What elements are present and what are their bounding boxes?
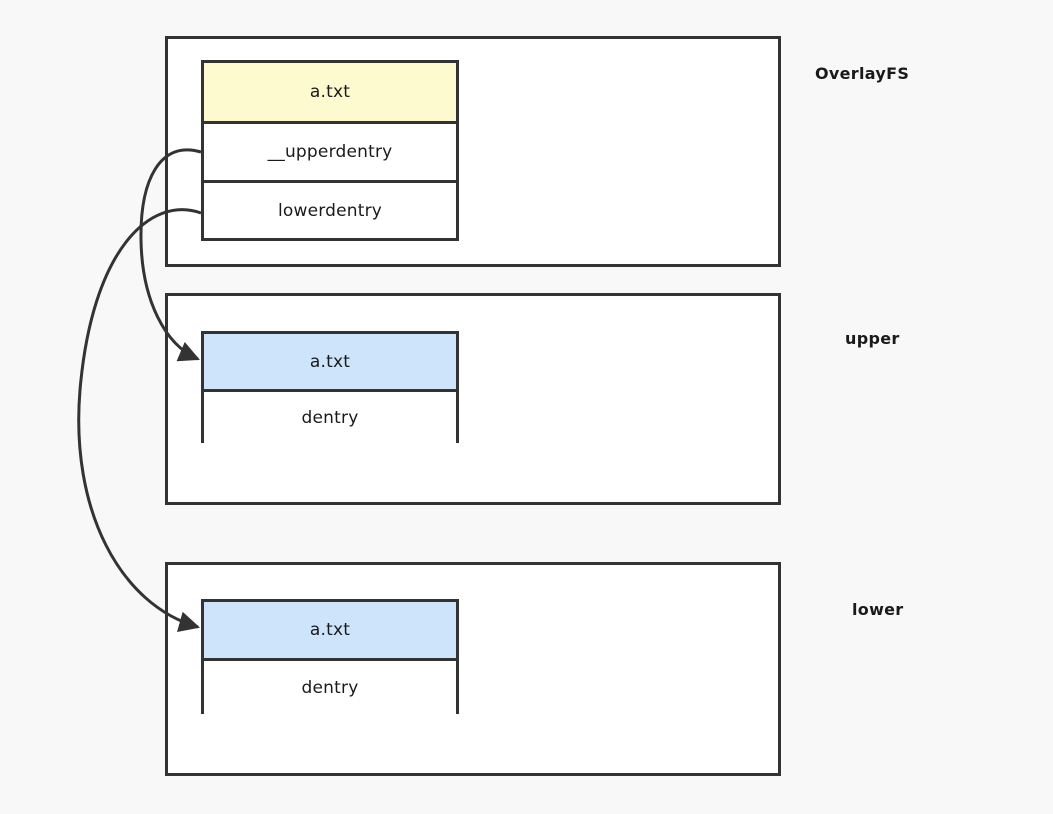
node-row-upper-dentry: dentry	[204, 389, 456, 443]
layer-label-upper: upper	[845, 329, 900, 348]
node-upper-dentry[interactable]: a.txt dentry	[201, 331, 459, 443]
node-row-overlayfs-upperdentry: __upperdentry	[204, 121, 456, 180]
node-row-lower-name: a.txt	[204, 602, 456, 658]
node-row-overlayfs-name: a.txt	[204, 63, 456, 121]
node-row-overlayfs-lowerdentry: lowerdentry	[204, 180, 456, 238]
node-overlayfs-dentry[interactable]: a.txt __upperdentry lowerdentry	[201, 60, 459, 241]
node-row-upper-name: a.txt	[204, 334, 456, 389]
layer-label-overlayfs: OverlayFS	[815, 64, 910, 83]
layer-label-lower: lower	[852, 600, 904, 619]
node-row-lower-dentry: dentry	[204, 658, 456, 714]
node-lower-dentry[interactable]: a.txt dentry	[201, 599, 459, 714]
